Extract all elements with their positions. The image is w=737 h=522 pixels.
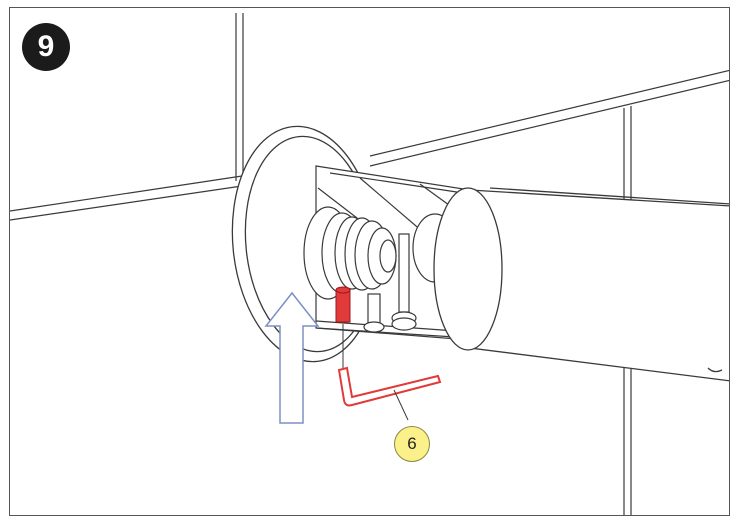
illustration-frame: 9 6	[9, 7, 730, 516]
installation-drawing	[10, 13, 729, 515]
step-number-badge: 9	[22, 23, 70, 71]
hex-key-icon	[337, 366, 442, 407]
valve-fitting	[303, 206, 458, 300]
cylinder-housing	[433, 187, 729, 382]
up-arrow-icon	[264, 291, 320, 424]
callout-6: 6	[394, 426, 430, 462]
grub-screw-highlight	[335, 286, 351, 323]
fixing-screws	[363, 233, 417, 333]
callout-leader	[393, 389, 409, 421]
